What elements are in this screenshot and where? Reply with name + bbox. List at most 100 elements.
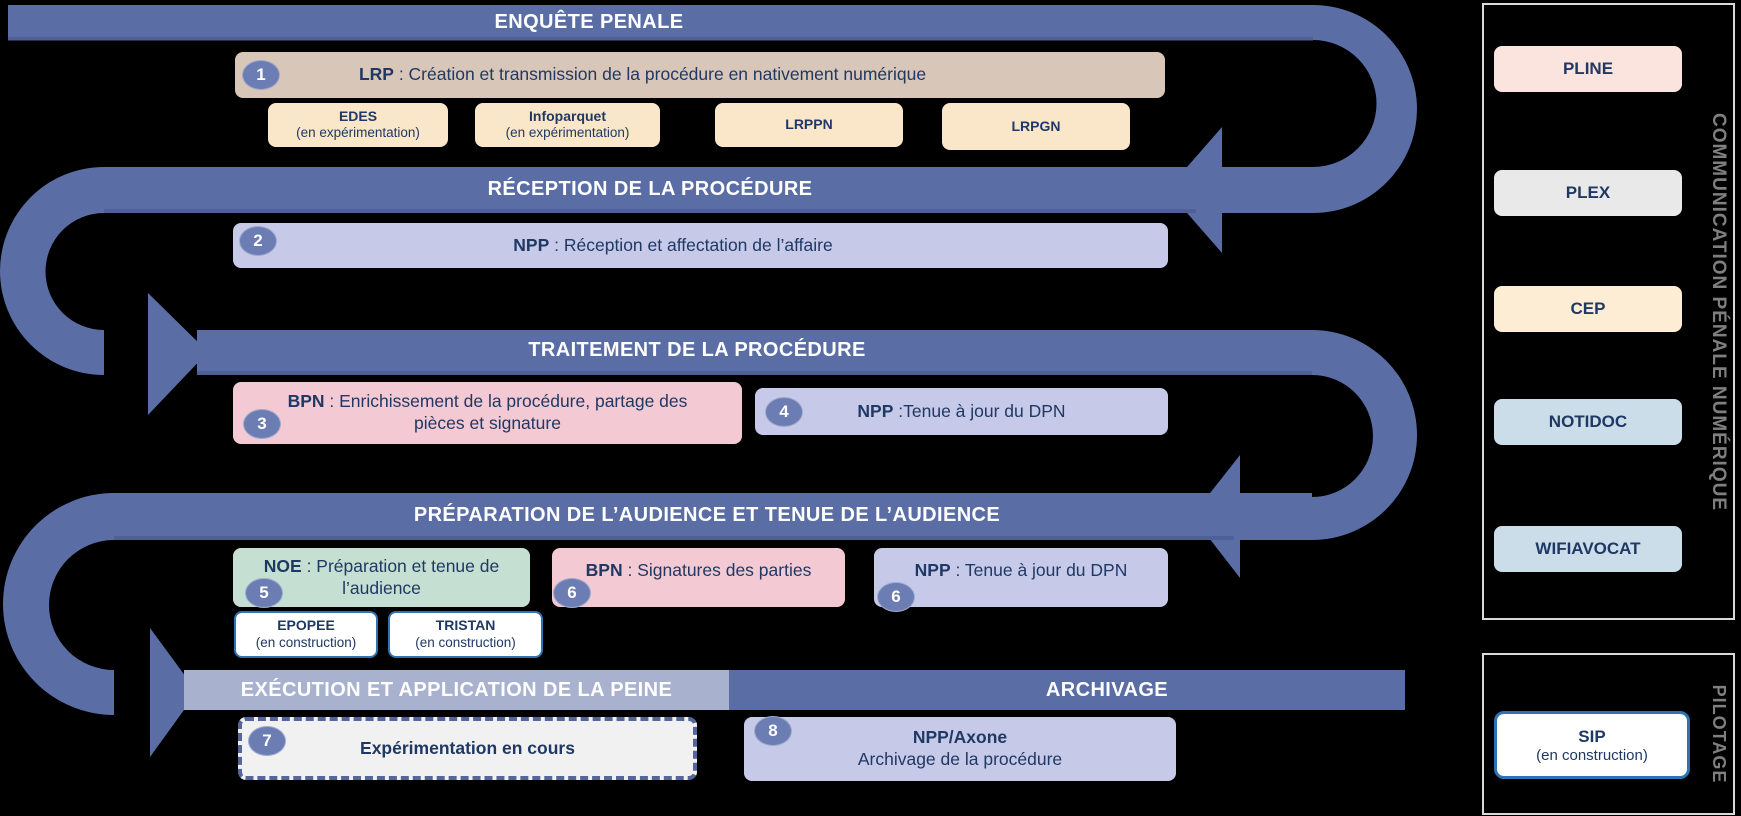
banner-traitement: TRAITEMENT DE LA PROCÉDURE [197,328,1197,372]
banner-enquete-penale-label: ENQUÊTE PENALE [494,11,684,33]
comm-item-pline: PLINE [1494,46,1682,92]
banner-traitement-label: TRAITEMENT DE LA PROCÉDURE [528,338,866,361]
step-3-code: BPN [287,391,325,412]
tool-infoparquet-status: (en expérimentation) [505,125,630,141]
communication-panel-vertical-label: COMMUNICATION PÉNALE NUMÉRIQUE [1708,112,1729,511]
step-2-number-badge: 2 [239,226,277,256]
arrowhead-row5-right [150,628,197,757]
step-6-number-badge: 6 [553,578,591,608]
step-6b-number: 6 [891,587,901,606]
step-4-text: :Tenue à jour du DPN [893,400,1066,421]
step-8-number: 8 [768,721,778,740]
comm-item-wifiavocat-label: WIFIAVOCAT [1535,539,1641,558]
pilotage-sip-name: SIP [1578,726,1606,746]
step-7-experimentation-box: Expérimentation en cours [238,717,697,780]
comm-item-plex: PLEX [1494,170,1682,216]
step-8-title: NPP/Axone [912,727,1008,748]
step-4-npp-box: NPP :Tenue à jour du DPN [755,388,1168,435]
step-7-number-badge: 7 [248,726,286,756]
flow-band-row1 [8,5,1313,40]
banner-archivage: ARCHIVAGE [729,670,1405,710]
step-5-number: 5 [259,583,269,602]
step-3-bpn-box: BPN : Enrichissement de la procédure, pa… [233,382,742,444]
step-7-number: 7 [262,731,272,750]
band-shadow-row3 [197,371,1312,375]
tool-epopee-name: EPOPEE [277,617,335,634]
tool-tristan-name: TRISTAN [435,617,496,634]
step-5-text: : Préparation et tenue de l’audience [301,555,505,598]
step-4-number-badge: 4 [765,397,803,427]
flow-band-row4 [114,493,1312,540]
u-turn-left-1 [0,167,104,375]
step-3-number: 3 [257,414,267,433]
pilotage-sip-box: SIP (en construction) [1494,711,1690,779]
step-5-number-badge: 5 [245,578,283,608]
step-6b-number-badge: 6 [877,582,915,612]
step-3-number-badge: 3 [243,409,281,439]
step-2-npp-box: NPP : Réception et affectation de l’affa… [233,223,1168,268]
step-8-subtitle: Archivage de la procédure [857,749,1063,769]
comm-item-notidoc-label: NOTIDOC [1548,412,1628,431]
tool-infoparquet-name: Infoparquet [529,107,606,124]
step-6-code: BPN [585,560,623,580]
band-shadow-row2 [104,209,1196,213]
tool-lrppn-box: LRPPN [715,103,903,147]
banner-preparation-label: PRÉPARATION DE L’AUDIENCE ET TENUE DE L’… [413,503,1001,526]
tool-edes-box: EDES (en expérimentation) [268,103,448,147]
u-turn-left-2 [3,493,114,715]
comm-item-wifiavocat: WIFIAVOCAT [1494,526,1682,572]
tool-edes-status: (en expérimentation) [296,125,420,141]
tool-lrpgn-name: LRPGN [1011,117,1061,134]
banner-reception-label: RÉCEPTION DE LA PROCÉDURE [487,177,813,200]
step-8-number-badge: 8 [754,716,792,746]
pilotage-panel-vertical-label: PILOTAGE [1709,684,1729,784]
step-2-code: NPP [513,234,550,255]
u-turn-right-2 [1312,330,1417,540]
step-7-text: Expérimentation en cours [360,737,575,758]
tool-lrpgn-box: LRPGN [942,103,1130,150]
comm-item-plex-label: PLEX [1565,183,1611,202]
flow-band-row3 [197,330,1312,375]
step-1-code: LRP [358,64,394,85]
tool-epopee-status: (en construction) [255,634,357,650]
comm-item-cep: CEP [1494,286,1682,332]
step-4-number: 4 [779,402,789,421]
u-turn-right-1 [1313,5,1417,213]
tool-epopee-box: EPOPEE (en construction) [234,611,378,658]
banner-enquete-penale: ENQUÊTE PENALE [8,5,1170,40]
tool-tristan-status: (en construction) [415,634,516,650]
step-2-number: 2 [253,231,263,250]
step-8-npp-axone-box: NPP/Axone Archivage de la procédure [744,717,1176,781]
step-2-text: : Réception et affectation de l’affaire [549,234,833,255]
step-6b-text: : Tenue à jour du DPN [950,560,1128,580]
step-1-lrp-box: LRP : Création et transmission de la pro… [235,52,1165,98]
step-3-text: : Enrichissement de la procédure, partag… [324,391,693,433]
banner-execution-label: EXÉCUTION ET APPLICATION DE LA PEINE [240,678,673,701]
tool-tristan-box: TRISTAN (en construction) [388,611,543,658]
comm-item-notidoc: NOTIDOC [1494,399,1682,445]
step-1-text: : Création et transmission de la procédu… [393,64,927,85]
arrowhead-row3-right [148,293,208,415]
tool-infoparquet-box: Infoparquet (en expérimentation) [475,103,660,147]
banner-execution: EXÉCUTION ET APPLICATION DE LA PEINE [184,670,729,710]
comm-item-cep-label: CEP [1570,299,1606,318]
step-4-code: NPP [857,400,894,421]
step-5-noe-box: NOE : Préparation et tenue de l’audience [233,548,530,607]
step-6-number: 6 [567,583,577,602]
arrowhead-row2-left [1167,127,1222,253]
step-6-bpn-box: BPN : Signatures des parties [552,548,845,607]
step-6-text: : Signatures des parties [622,560,812,580]
communication-panel: PLINE PLEX CEP NOTIDOC WIFIAVOCAT COMMUN… [1482,3,1735,620]
step-6b-npp-box: NPP : Tenue à jour du DPN [874,548,1168,607]
banner-reception: RÉCEPTION DE LA PROCÉDURE [104,167,1196,211]
tool-lrppn-name: LRPPN [785,116,833,133]
banner-archivage-label: ARCHIVAGE [1045,678,1169,701]
step-6b-code: NPP [914,560,951,580]
step-1-number: 1 [256,65,266,84]
comm-item-pline-label: PLINE [1562,59,1614,78]
step-5-code: NOE [263,555,302,576]
tool-edes-name: EDES [338,107,378,124]
pilotage-sip-status: (en construction) [1536,746,1648,764]
